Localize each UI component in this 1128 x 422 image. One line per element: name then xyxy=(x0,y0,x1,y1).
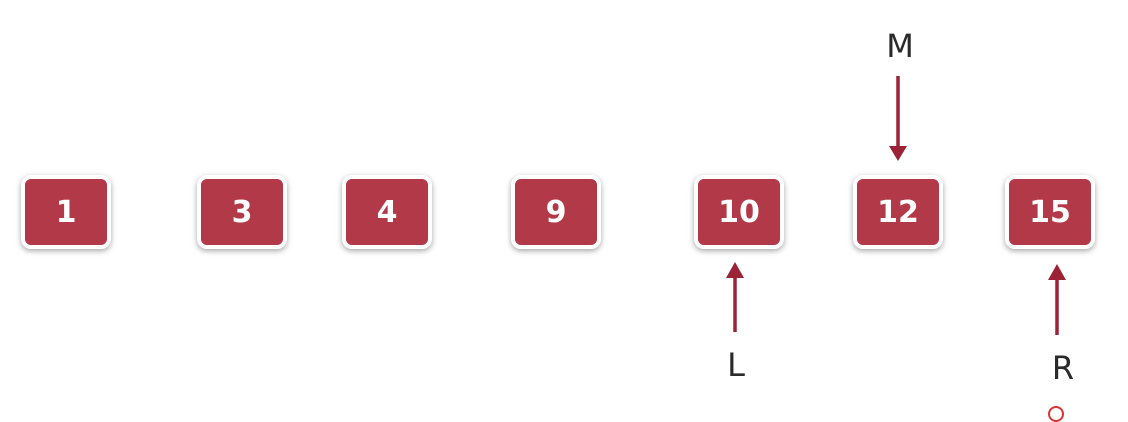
mid-pointer-label: M xyxy=(886,27,914,65)
array-cell-0: 1 xyxy=(21,175,111,249)
left-pointer-label: L xyxy=(727,346,745,384)
array-cell-1: 3 xyxy=(197,175,287,249)
right-pointer-arrow xyxy=(1048,264,1066,335)
array-cell-4: 10 xyxy=(694,175,784,249)
cursor-dot-icon xyxy=(1048,406,1064,422)
array-cell-3: 9 xyxy=(511,175,601,249)
array-cell-2: 4 xyxy=(342,175,432,249)
left-pointer-arrow xyxy=(726,262,744,332)
right-pointer-label: R xyxy=(1051,349,1075,387)
mid-pointer-arrow xyxy=(889,76,907,161)
array-cell-5: 12 xyxy=(853,175,943,249)
array-cell-6: 15 xyxy=(1005,175,1095,249)
